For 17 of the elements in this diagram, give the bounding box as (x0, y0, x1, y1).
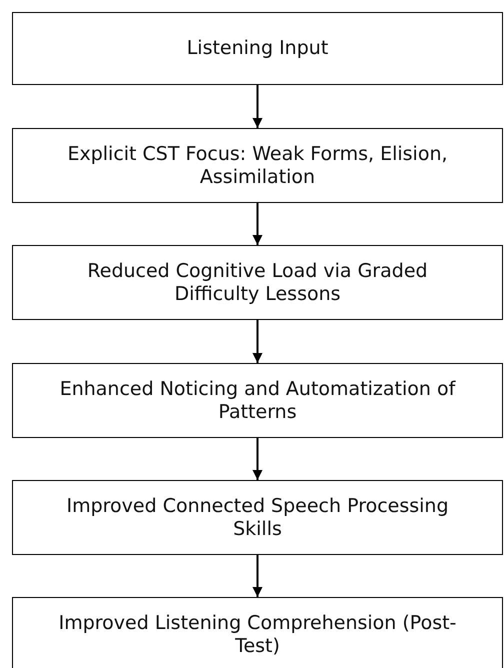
box-text: Improved Listening Comprehension (Post-Test) (58, 612, 458, 658)
box-text: Enhanced Noticing and Automatization of Patterns (58, 378, 457, 424)
arrow (252, 85, 262, 128)
process-box (12, 12, 503, 85)
arrow (252, 438, 262, 480)
box-text: Improved Connected Speech Processing Skills (65, 494, 450, 540)
arrow (252, 320, 262, 363)
process-box (12, 597, 503, 668)
arrow (252, 555, 262, 597)
box-text: Reduced Cognitive Load via Graded Difficulty Lessons (86, 260, 429, 306)
process-box (12, 480, 503, 555)
process-box (12, 363, 503, 438)
box-text: Explicit CST Focus: Weak Forms, Elision, Assimilation (66, 142, 449, 188)
arrow (252, 203, 262, 245)
box-text: Listening Input (186, 37, 330, 60)
process-box (12, 128, 503, 203)
process-box (12, 245, 503, 320)
